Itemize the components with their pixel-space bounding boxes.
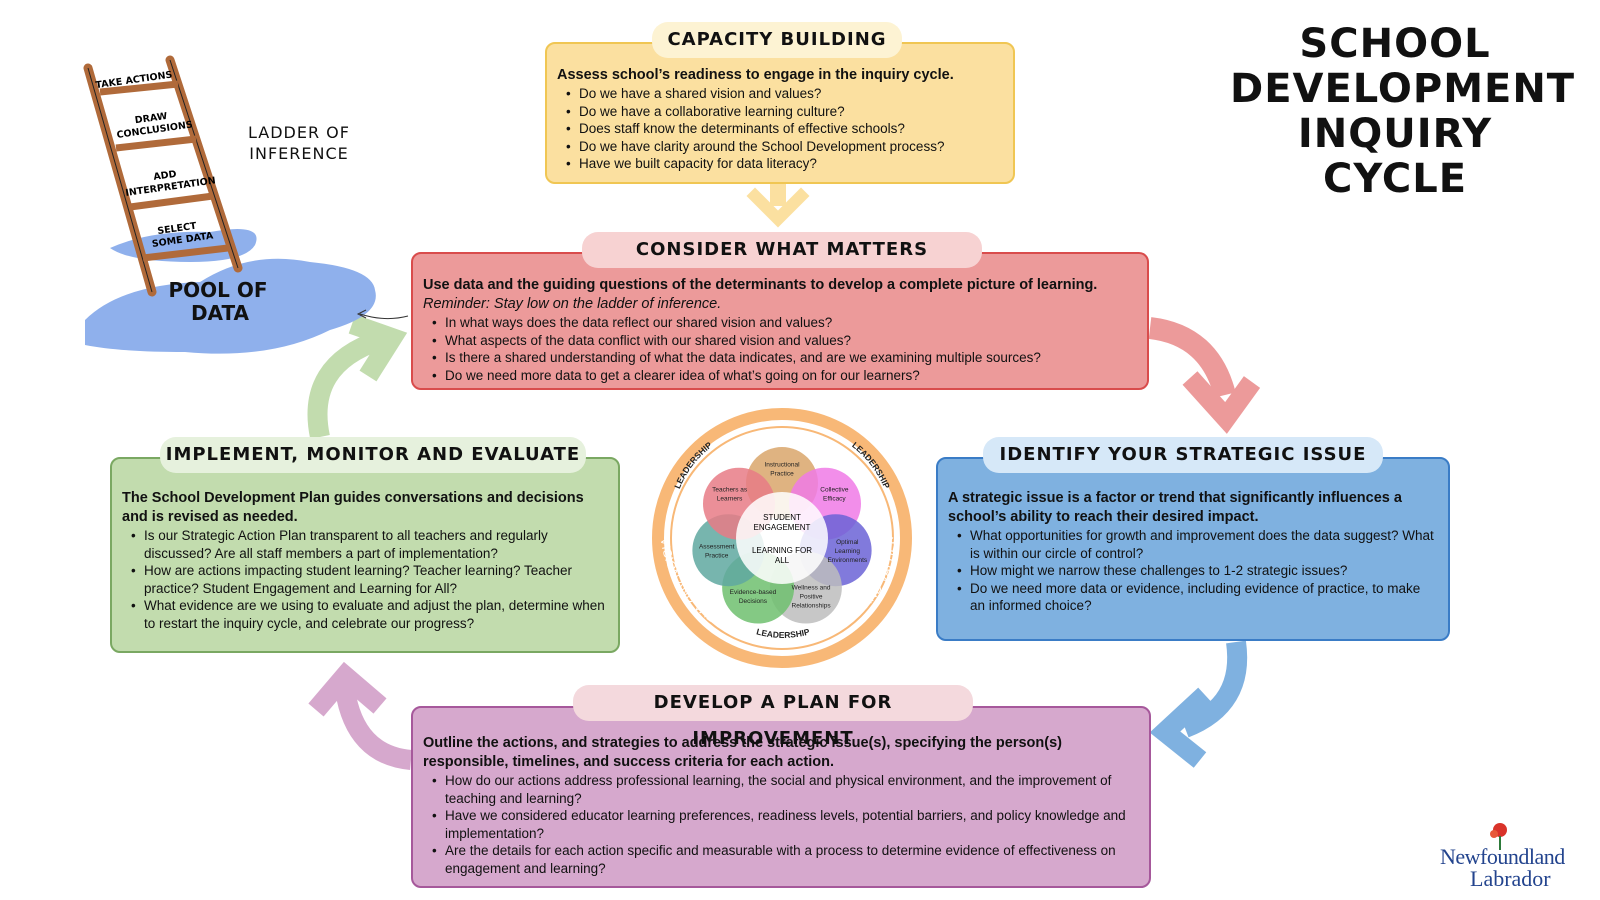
wheel-petal-label: Practice bbox=[770, 471, 794, 478]
ladder-rung-add: ADD bbox=[153, 169, 178, 183]
leadership-label-bottom: LEADERSHIP bbox=[755, 626, 811, 640]
wheel-petal-label: Relationships bbox=[792, 602, 832, 609]
identify-strategic-issue-title: IDENTIFY YOUR STRATEGIC ISSUE bbox=[983, 437, 1383, 473]
center-label-engagement: ENGAGEMENT bbox=[754, 523, 811, 532]
pool-label-line1: POOL OF bbox=[168, 278, 267, 302]
page-title-line1: SCHOOL bbox=[1299, 21, 1491, 67]
wheel-petal-label: Environments bbox=[827, 557, 867, 564]
arrow-develop-to-implement bbox=[308, 661, 413, 770]
capacity-list: Do we have a shared vision and values? D… bbox=[557, 85, 1003, 173]
page-title: SCHOOL DEVELOPMENT INQUIRY CYCLE bbox=[1230, 21, 1576, 202]
list-item: What aspects of the data conflict with o… bbox=[432, 332, 1137, 350]
list-item: Have we built capacity for data literacy… bbox=[566, 155, 1003, 173]
wheel-petal-label: Assessment bbox=[699, 543, 735, 550]
list-item: What evidence are we using to evaluate a… bbox=[131, 597, 608, 632]
center-label-student: STUDENT bbox=[763, 513, 801, 522]
wheel-petal-label: Efficacy bbox=[823, 496, 846, 503]
ladder-title-line2: INFERENCE bbox=[249, 144, 349, 163]
consider-what-matters-title: CONSIDER WHAT MATTERS bbox=[582, 232, 982, 268]
wheel-petal-label: Practice bbox=[705, 552, 729, 559]
determinants-wheel: VISION AND VALUES VISION AND VALUES VISI… bbox=[652, 369, 912, 668]
consider-list: In what ways does the data reflect our s… bbox=[423, 314, 1137, 384]
list-item: Do we need more data to get a clearer id… bbox=[432, 367, 1137, 385]
consider-reminder: Reminder: Stay low on the ladder of infe… bbox=[423, 296, 722, 312]
list-item: Is our Strategic Action Plan transparent… bbox=[131, 527, 608, 562]
ladder-rung-select: SELECT bbox=[157, 221, 198, 237]
wheel-petal-label: Collective bbox=[820, 487, 849, 494]
list-item: Are the details for each action specific… bbox=[432, 842, 1139, 877]
develop-lead: Outline the actions, and strategies to a… bbox=[423, 735, 1062, 770]
wheel-petal-label: Decisions bbox=[739, 598, 768, 605]
svg-text:LEADERSHIP: LEADERSHIP bbox=[755, 626, 811, 640]
page-title-line2: DEVELOPMENT bbox=[1230, 66, 1576, 112]
page-title-line3: INQUIRY CYCLE bbox=[1297, 111, 1493, 202]
list-item: Do we have a shared vision and values? bbox=[566, 85, 1003, 103]
list-item: Do we need more data or evidence, includ… bbox=[957, 580, 1438, 615]
arrow-capacity-to-consider bbox=[746, 184, 810, 228]
wheel-petal-label: Optimal bbox=[836, 539, 859, 546]
wheel-petal-label: Learners bbox=[717, 496, 743, 503]
wheel-petal-label: Instructional bbox=[764, 462, 800, 469]
capacity-lead: Assess school’s readiness to engage in t… bbox=[557, 67, 954, 83]
ladder-title-line1: LADDER OF bbox=[248, 123, 350, 142]
wheel-petal-label: Positive bbox=[800, 593, 823, 600]
list-item: How do our actions address professional … bbox=[432, 772, 1139, 807]
list-item: Does staff know the determinants of effe… bbox=[566, 120, 1003, 138]
capacity-building-title: CAPACITY BUILDING bbox=[652, 22, 902, 58]
logo-line2: Labrador bbox=[1470, 866, 1551, 891]
pool-of-data: POOL OF DATA bbox=[85, 228, 376, 354]
list-item: How are actions impacting student learni… bbox=[131, 562, 608, 597]
identify-strategic-issue-card: A strategic issue is a factor or trend t… bbox=[936, 457, 1450, 641]
center-label-all: ALL bbox=[775, 556, 790, 565]
wheel-petal-label: Wellness and bbox=[792, 584, 831, 591]
develop-plan-card: Outline the actions, and strategies to a… bbox=[411, 706, 1151, 888]
consider-lead: Use data and the guiding questions of th… bbox=[423, 277, 1098, 293]
arrow-consider-to-identify bbox=[1148, 317, 1261, 434]
arrow-implement-to-consider bbox=[307, 314, 408, 440]
pointer-arrow bbox=[359, 313, 409, 320]
develop-list: How do our actions address professional … bbox=[423, 772, 1139, 877]
newfoundland-labrador-logo: Newfoundland Labrador bbox=[1440, 820, 1590, 891]
logo-line1: Newfoundland bbox=[1440, 844, 1565, 869]
develop-plan-title: DEVELOP A PLAN FOR IMPROVEMENT bbox=[573, 685, 973, 749]
ladder-of-inference-title: LADDER OF INFERENCE bbox=[244, 122, 354, 164]
wheel-petal-label: Evidence-based bbox=[730, 589, 777, 596]
implement-monitor-evaluate-card: The School Development Plan guides conve… bbox=[110, 457, 620, 653]
implement-monitor-evaluate-title: IMPLEMENT, MONITOR AND EVALUATE bbox=[160, 437, 586, 473]
list-item: In what ways does the data reflect our s… bbox=[432, 314, 1137, 332]
list-item: Have we considered educator learning pre… bbox=[432, 807, 1139, 842]
list-item: Do we have clarity around the School Dev… bbox=[566, 138, 1003, 156]
ladder-rung-draw: DRAW bbox=[134, 111, 168, 127]
pitcher-plant-icon bbox=[1490, 823, 1507, 850]
list-item: Is there a shared understanding of what … bbox=[432, 349, 1137, 367]
implement-list: Is our Strategic Action Plan transparent… bbox=[122, 527, 608, 632]
list-item: How might we narrow these challenges to … bbox=[957, 562, 1438, 580]
identify-list: What opportunities for growth and improv… bbox=[948, 527, 1438, 615]
implement-lead: The School Development Plan guides conve… bbox=[122, 490, 584, 525]
pool-label-line2: DATA bbox=[191, 301, 250, 325]
consider-what-matters-card: Use data and the guiding questions of th… bbox=[411, 252, 1149, 390]
list-item: What opportunities for growth and improv… bbox=[957, 527, 1438, 562]
capacity-building-card: Assess school’s readiness to engage in t… bbox=[545, 42, 1015, 184]
wheel-petal-label: Teachers as bbox=[712, 487, 748, 494]
identify-lead: A strategic issue is a factor or trend t… bbox=[948, 490, 1402, 525]
wheel-petal-label: Learning bbox=[835, 548, 861, 555]
center-label-learning-for: LEARNING FOR bbox=[752, 546, 812, 555]
arrow-identify-to-develop bbox=[1149, 640, 1248, 768]
list-item: Do we have a collaborative learning cult… bbox=[566, 103, 1003, 121]
